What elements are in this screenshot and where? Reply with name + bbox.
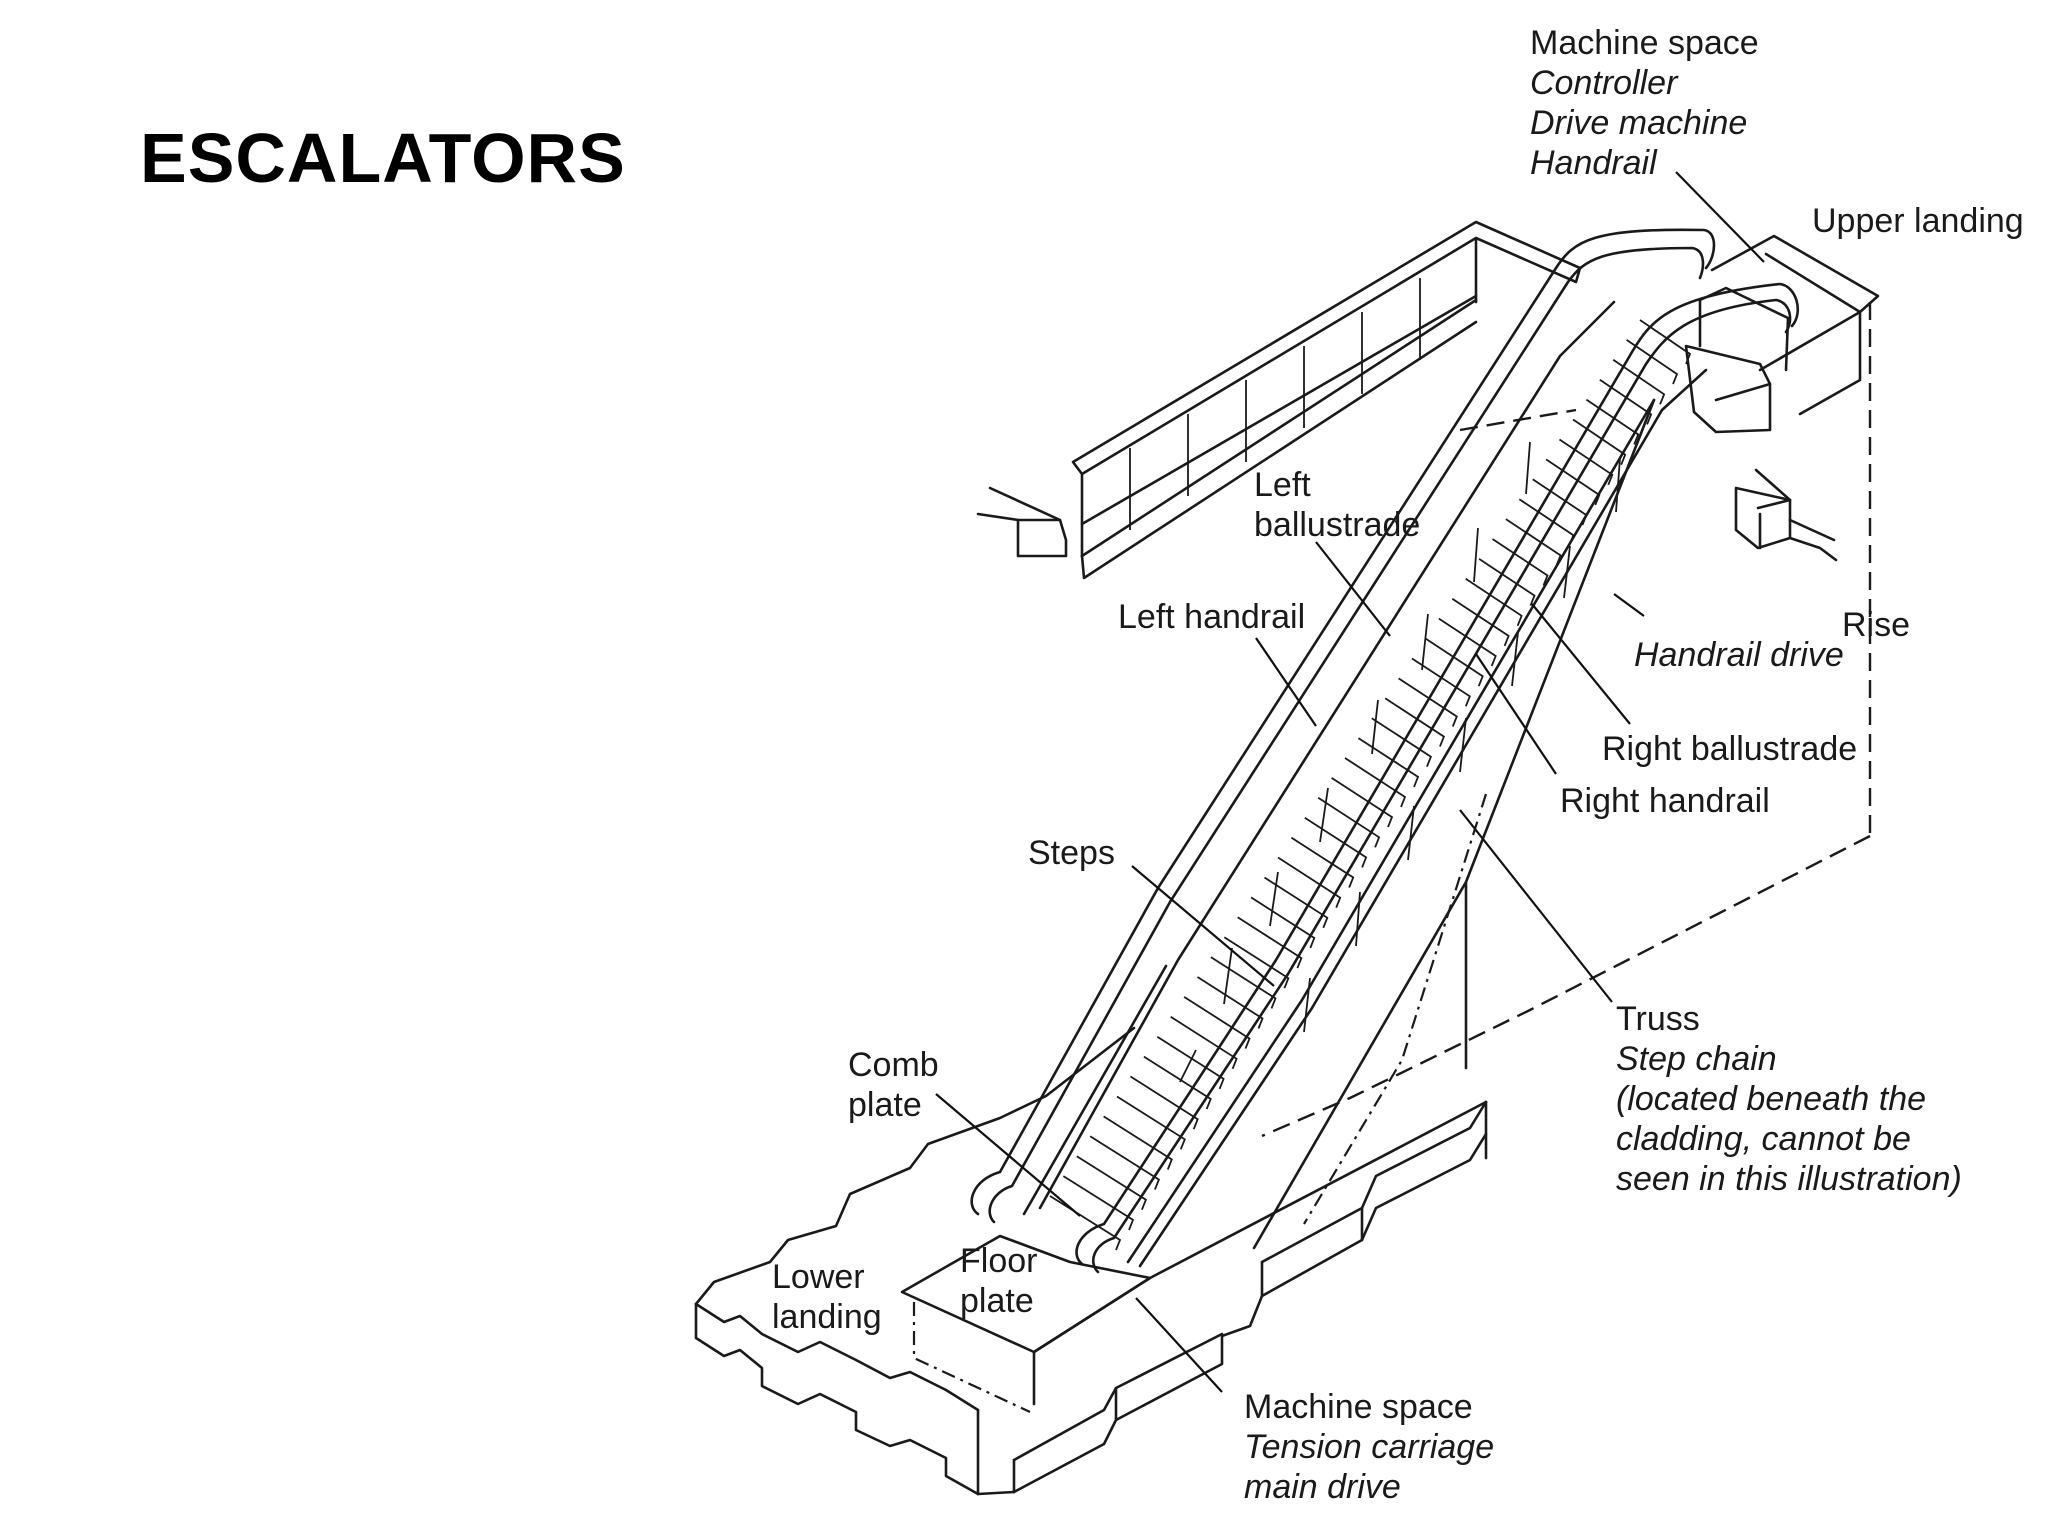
label-upper-machine-space: Machine space Controller Drive machine H… bbox=[1530, 24, 1759, 182]
step-tread bbox=[1210, 956, 1277, 1009]
step-tread bbox=[1143, 1055, 1212, 1110]
label-truss: Truss bbox=[1616, 1000, 1700, 1038]
step-tread bbox=[1371, 717, 1433, 768]
label-steps: Steps bbox=[1028, 834, 1115, 872]
upper-parapet-wall bbox=[976, 220, 1582, 580]
step-tread bbox=[1062, 1175, 1135, 1231]
step-tread bbox=[1304, 816, 1368, 868]
slide-title: ESCALATORS bbox=[140, 119, 626, 197]
step-tread bbox=[1639, 319, 1692, 365]
step-tread bbox=[1089, 1135, 1161, 1190]
label-floor-plate-2: plate bbox=[960, 1282, 1034, 1320]
label-truss-group: Truss Step chain (located beneath the cl… bbox=[1616, 1000, 1962, 1198]
step-tread bbox=[1170, 1016, 1238, 1070]
label-machine-space-upper: Machine space bbox=[1530, 24, 1759, 62]
step-tread bbox=[1156, 1035, 1225, 1090]
label-handrail-drive: Handrail drive bbox=[1634, 636, 1844, 674]
step-tread bbox=[1277, 856, 1342, 909]
label-comb-plate-1: Comb bbox=[848, 1046, 939, 1084]
label-floor-plate-1: Floor bbox=[960, 1242, 1037, 1280]
label-lower-landing-1: Lower bbox=[772, 1258, 865, 1296]
step-tread bbox=[1317, 797, 1381, 848]
label-controller: Controller bbox=[1530, 64, 1679, 102]
step-tread bbox=[1290, 836, 1355, 888]
label-left-handrail: Left handrail bbox=[1118, 598, 1305, 636]
step-tread bbox=[1612, 359, 1666, 405]
step-tread bbox=[1076, 1155, 1148, 1211]
label-truss-note-1: (located beneath the bbox=[1616, 1080, 1926, 1118]
step-tread bbox=[1545, 458, 1601, 506]
step-tread bbox=[1451, 597, 1510, 647]
label-truss-note-2: cladding, cannot be bbox=[1616, 1120, 1911, 1158]
label-left-ballustrade-2: ballustrade bbox=[1254, 506, 1420, 544]
step-tread bbox=[1223, 936, 1290, 989]
leader-lines bbox=[935, 171, 1765, 1393]
label-step-chain: Step chain bbox=[1616, 1040, 1777, 1078]
escalator-body bbox=[970, 228, 1799, 1274]
step-tread bbox=[1532, 478, 1588, 526]
label-drive-machine: Drive machine bbox=[1530, 104, 1747, 142]
step-tread bbox=[1411, 657, 1471, 707]
label-comb-plate-2: plate bbox=[848, 1086, 922, 1124]
step-tread bbox=[1116, 1095, 1186, 1150]
step-tread bbox=[1558, 438, 1614, 486]
escalator-steps bbox=[1049, 319, 1692, 1251]
label-lower-machine-space: Machine space Tension carriage main driv… bbox=[1244, 1388, 1494, 1506]
step-tread bbox=[1357, 737, 1420, 788]
step-tread bbox=[1398, 677, 1458, 727]
step-tread bbox=[1103, 1115, 1173, 1170]
label-main-drive: main drive bbox=[1244, 1468, 1401, 1506]
step-tread bbox=[1505, 518, 1562, 566]
step-tread bbox=[1344, 757, 1407, 808]
step-tread bbox=[1465, 578, 1523, 627]
upper-landing-slab bbox=[1684, 234, 1880, 562]
step-tread bbox=[1626, 339, 1679, 385]
step-tread bbox=[1438, 617, 1497, 667]
step-tread bbox=[1599, 378, 1653, 425]
step-tread bbox=[1585, 398, 1640, 445]
step-tread bbox=[1183, 996, 1251, 1049]
label-tension-carriage: Tension carriage bbox=[1244, 1428, 1494, 1466]
step-tread bbox=[1572, 418, 1627, 466]
label-upper-landing: Upper landing bbox=[1812, 202, 2024, 240]
step-tread bbox=[1250, 896, 1316, 949]
step-tread bbox=[1518, 498, 1575, 546]
step-tread bbox=[1130, 1075, 1199, 1130]
label-left-ballustrade-1: Left bbox=[1254, 466, 1311, 504]
label-rise: Rise bbox=[1842, 606, 1910, 644]
step-tread bbox=[1384, 697, 1446, 747]
step-tread bbox=[1264, 876, 1329, 929]
label-right-handrail: Right handrail bbox=[1560, 782, 1770, 820]
step-tread bbox=[1425, 637, 1484, 687]
label-right-ballustrade: Right ballustrade bbox=[1602, 730, 1857, 768]
step-tread bbox=[1478, 558, 1536, 606]
label-machine-space-lower: Machine space bbox=[1244, 1388, 1473, 1426]
label-lower-landing-2: landing bbox=[772, 1298, 882, 1336]
step-tread bbox=[1237, 916, 1303, 969]
lower-landing-slab bbox=[694, 1026, 1488, 1496]
step-tread bbox=[1197, 976, 1264, 1029]
label-truss-note-3: seen in this illustration) bbox=[1616, 1160, 1962, 1198]
step-tread bbox=[1492, 538, 1549, 586]
step-tread bbox=[1331, 777, 1394, 828]
label-handrail: Handrail bbox=[1530, 144, 1658, 182]
